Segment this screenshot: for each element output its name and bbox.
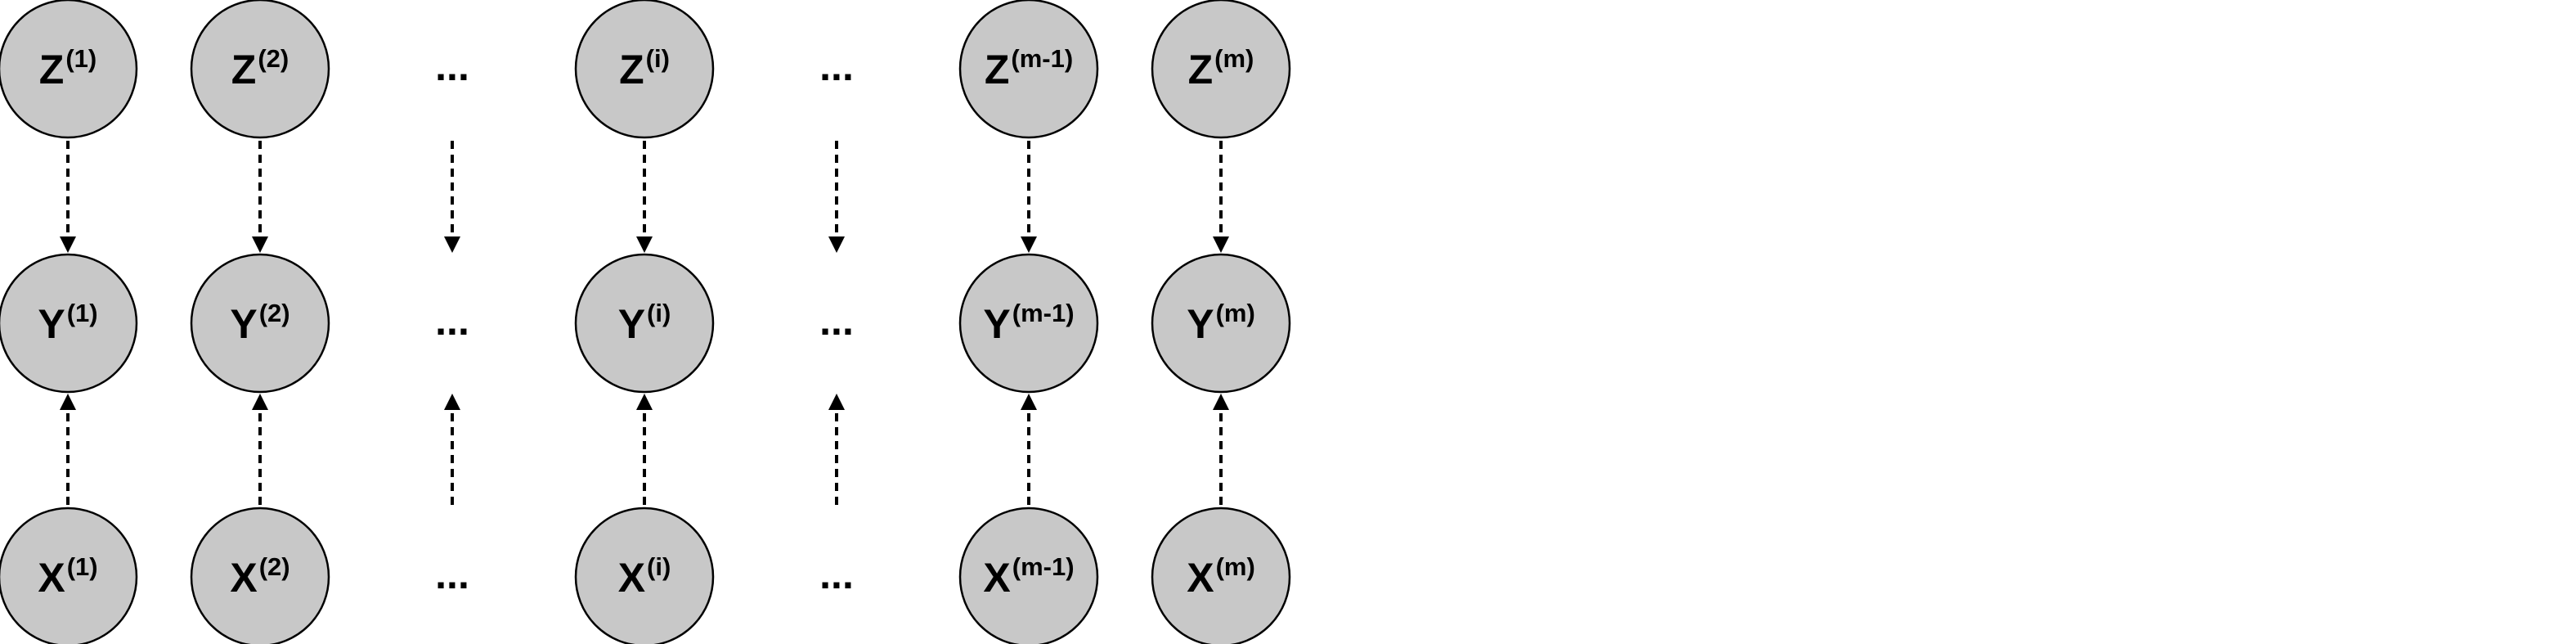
- node-circle-x-i: [574, 507, 715, 644]
- node-y-m-1: Y(m-1): [958, 253, 1099, 394]
- node-x-1: X(1): [0, 507, 138, 644]
- node-circle-z-i: [574, 0, 715, 139]
- node-label-x-1: X(1): [38, 552, 97, 601]
- node-circle-x-m-1: [958, 507, 1099, 644]
- node-label-x-2: X(2): [230, 552, 289, 601]
- node-circle-y-2: [190, 253, 330, 394]
- node-circle-z-1: [0, 0, 138, 139]
- ellipsis-y-row-gap-b: ...: [819, 298, 854, 344]
- node-label-y-1: Y(1): [38, 299, 97, 347]
- node-circle-x-1: [0, 507, 138, 644]
- node-label-x-m: X(m): [1187, 552, 1255, 601]
- node-label-z-m: Z(m): [1188, 44, 1254, 92]
- node-z-m: Z(m): [1151, 0, 1291, 139]
- node-label-y-i: Y(i): [618, 299, 671, 347]
- node-label-y-m: Y(m): [1187, 299, 1255, 347]
- node-circle-x-2: [190, 507, 330, 644]
- node-y-i: Y(i): [574, 253, 715, 394]
- node-label-z-1: Z(1): [39, 44, 96, 92]
- node-x-m: X(m): [1151, 507, 1291, 644]
- ellipsis-z-row-gap-a: ...: [435, 43, 469, 89]
- edges-layer: [60, 141, 1229, 505]
- node-label-z-2: Z(2): [231, 44, 289, 92]
- ellipsis-y-row-gap-a: ...: [435, 298, 469, 344]
- node-circle-x-m: [1151, 507, 1291, 644]
- node-x-2: X(2): [190, 507, 330, 644]
- node-x-m-1: X(m-1): [958, 507, 1099, 644]
- node-label-z-i: Z(i): [619, 44, 670, 92]
- node-circle-z-2: [190, 0, 330, 139]
- node-label-x-i: X(i): [618, 552, 671, 601]
- node-circle-z-m: [1151, 0, 1291, 139]
- ellipsis-x-row-gap-a: ...: [435, 552, 469, 597]
- node-z-m-1: Z(m-1): [958, 0, 1099, 139]
- node-y-m: Y(m): [1151, 253, 1291, 394]
- ellipsis-x-row-gap-b: ...: [819, 552, 854, 597]
- nodes-layer: Z(1) Y(1) X(1) Z(2) Y(2) X(2)......... Z(i) Y(i…: [0, 0, 1291, 644]
- node-y-2: Y(2): [190, 253, 330, 394]
- node-circle-y-i: [574, 253, 715, 394]
- node-circle-y-m-1: [958, 253, 1099, 394]
- node-z-1: Z(1): [0, 0, 138, 139]
- node-x-i: X(i): [574, 507, 715, 644]
- node-label-y-2: Y(2): [230, 299, 289, 347]
- node-circle-z-m-1: [958, 0, 1099, 139]
- node-y-1: Y(1): [0, 253, 138, 394]
- node-label-x-m-1: X(m-1): [983, 552, 1074, 601]
- ellipsis-z-row-gap-b: ...: [819, 43, 854, 89]
- node-label-z-m-1: Z(m-1): [985, 44, 1073, 92]
- node-circle-y-m: [1151, 253, 1291, 394]
- node-z-i: Z(i): [574, 0, 715, 139]
- node-label-y-m-1: Y(m-1): [983, 299, 1074, 347]
- node-circle-y-1: [0, 253, 138, 394]
- node-z-2: Z(2): [190, 0, 330, 139]
